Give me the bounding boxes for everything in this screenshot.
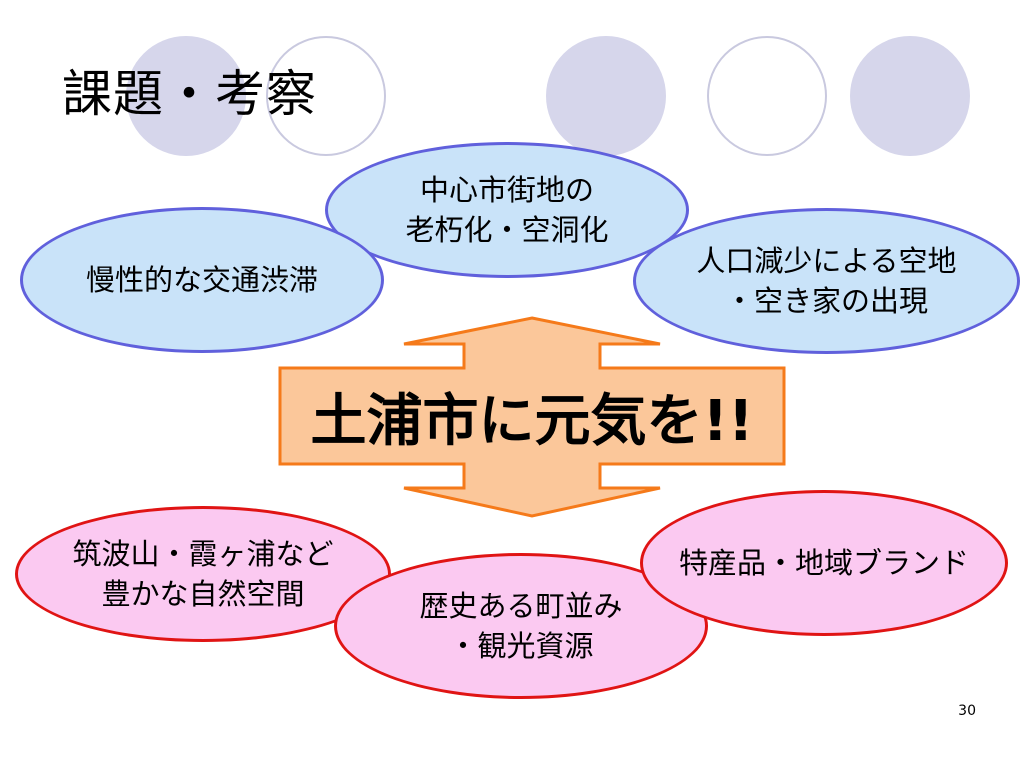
asset-ellipse-history: 歴史ある町並み ・観光資源 [334, 553, 708, 699]
problem-downtown-line-2: 老朽化・空洞化 [405, 213, 609, 247]
center-label: 土浦市に元気を!! [310, 388, 754, 454]
problem-ellipse-vacancy: 人口減少による空地 ・空き家の出現 [633, 208, 1020, 354]
asset-history-line-1: 歴史ある町並み [419, 589, 623, 623]
problem-ellipse-downtown: 中心市街地の 老朽化・空洞化 [325, 142, 689, 278]
decorative-circle-5 [850, 36, 970, 156]
problem-traffic-line-1: 慢性的な交通渋滞 [85, 263, 318, 297]
decorative-circle-1 [126, 36, 246, 156]
problem-vacancy-line-1: 人口減少による空地 [696, 244, 957, 278]
asset-nature-line-2: 豊かな自然空間 [101, 577, 305, 611]
asset-ellipse-nature: 筑波山・霞ヶ浦など 豊かな自然空間 [15, 506, 391, 642]
decorative-circle-3 [546, 36, 666, 156]
page-number: 30 [958, 703, 976, 719]
double-arrow-shape [278, 316, 786, 518]
problem-vacancy-line-2: ・空き家の出現 [724, 284, 928, 318]
slide-title: 課題・考察 [62, 65, 317, 123]
decorative-circle-2 [266, 36, 386, 156]
asset-nature-line-1: 筑波山・霞ヶ浦など [72, 537, 334, 571]
decorative-circle-4 [707, 36, 827, 156]
asset-brand-line-1: 特産品・地域ブランド [678, 546, 969, 580]
problem-ellipse-traffic: 慢性的な交通渋滞 [20, 207, 384, 353]
problem-downtown-line-1: 中心市街地の [419, 173, 594, 207]
asset-ellipse-brand: 特産品・地域ブランド [640, 490, 1008, 636]
asset-history-line-2: ・観光資源 [448, 629, 594, 663]
